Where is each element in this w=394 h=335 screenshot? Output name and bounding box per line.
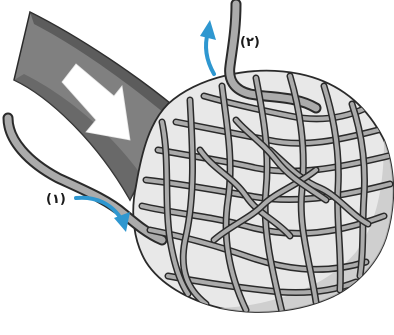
outflow-vessel-label: (٢) bbox=[240, 35, 260, 50]
inflow-vessel-label: (١) bbox=[46, 192, 66, 207]
outflow-arrow-icon bbox=[200, 20, 216, 74]
